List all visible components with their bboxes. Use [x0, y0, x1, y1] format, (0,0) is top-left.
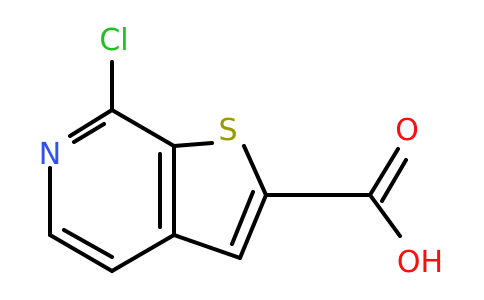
bond-carbonyl-inner	[380, 158, 408, 203]
atom-label-cl: Cl	[99, 23, 128, 58]
bond-lines	[48, 60, 408, 273]
bond-c6-c5	[48, 233, 114, 273]
bond-carbonyl	[368, 147, 400, 197]
bond-c-oh	[368, 193, 402, 238]
bond-c7-n	[68, 108, 114, 138]
bond-c7-n-inner	[72, 122, 106, 144]
bond-c7a-c7	[110, 108, 176, 148]
bond-c2-c3-inner	[230, 190, 255, 246]
bond-c2-c3	[238, 193, 268, 260]
bond-c6-c5-inner	[62, 228, 114, 259]
atom-label-s: S	[218, 113, 237, 148]
bond-c7a-s	[172, 141, 214, 148]
bond-c3-c3a	[172, 233, 242, 260]
bond-s-c2	[242, 144, 268, 197]
atom-label-oh: OH	[397, 245, 443, 280]
atom-label-o: O	[395, 113, 419, 148]
bond-c5-c3a	[110, 233, 176, 273]
atom-label-n: N	[39, 137, 61, 172]
